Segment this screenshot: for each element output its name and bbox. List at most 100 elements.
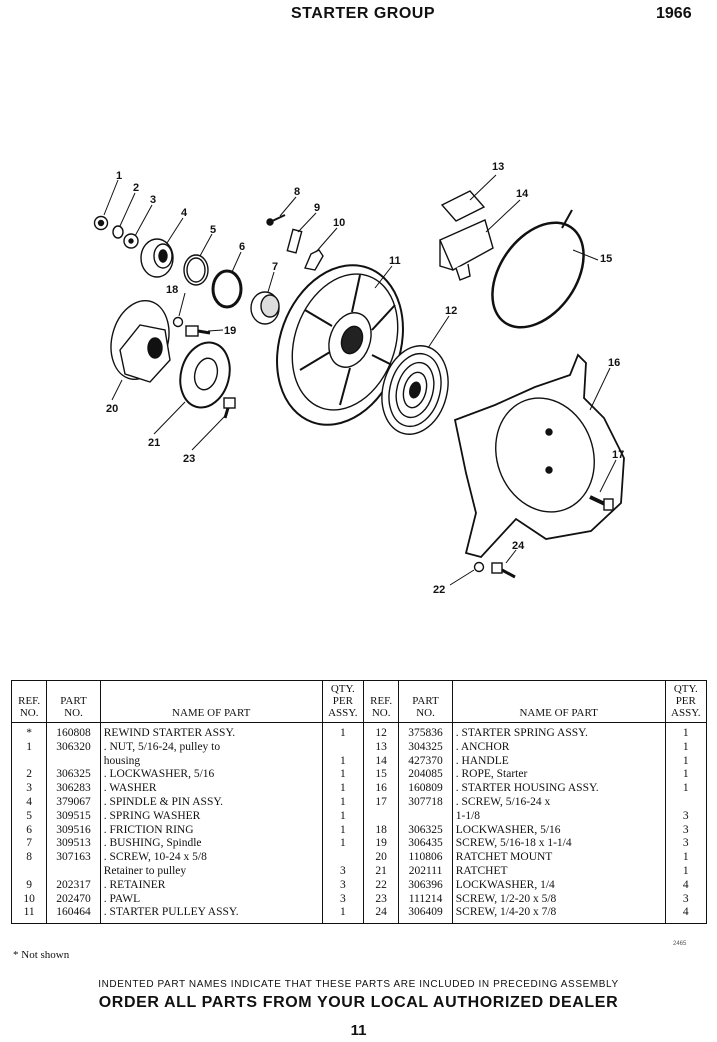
callout-3: 3 [150, 194, 156, 206]
cell-part: 309513 [46, 837, 101, 852]
cell-part: 111214 [398, 892, 453, 907]
part-handle [439, 219, 494, 281]
cell-qty: 4 [664, 878, 708, 893]
callout-19: 19 [224, 325, 236, 337]
cell-name: 1-1/8 [451, 809, 666, 824]
part-anchor [440, 190, 486, 222]
cell-qty: 1 [321, 823, 365, 838]
cell-ref: 2 [10, 768, 48, 783]
print-code: 2465 [673, 941, 687, 947]
part-ratchet [179, 341, 231, 409]
part-screw-17 [589, 495, 614, 511]
cell-part: 306409 [398, 906, 453, 925]
cell-ref: 16 [362, 782, 400, 796]
cell-name: SCREW, 1/2-20 x 5/8 [451, 892, 666, 907]
cell-qty: 1 [664, 851, 708, 865]
cell-part: 306283 [46, 782, 101, 796]
cell-qty: 4 [664, 906, 708, 925]
cell-qty: 3 [664, 837, 708, 852]
cell-ref [10, 864, 48, 879]
callout-6: 6 [239, 241, 245, 253]
cell-qty: 1 [321, 906, 365, 925]
cell-name: . RETAINER [99, 878, 323, 893]
part-retainer [286, 228, 303, 254]
part-screw-small [266, 214, 286, 226]
part-pawl [304, 249, 324, 271]
callout-1: 1 [116, 170, 122, 182]
part-starter-spring [381, 345, 449, 435]
cell-ref: 3 [10, 782, 48, 796]
cell-qty: 1 [321, 722, 365, 741]
cell-part: 375836 [398, 722, 453, 741]
cell-name: . PAWL [99, 892, 323, 907]
cell-qty: 3 [664, 892, 708, 907]
page-number: 11 [350, 1022, 367, 1039]
cell-qty: 3 [321, 864, 365, 879]
cell-name: REWIND STARTER ASSY. [99, 722, 323, 741]
cell-ref: 19 [362, 837, 400, 852]
cell-part: 204085 [398, 768, 453, 783]
cell-part: 202470 [46, 892, 101, 907]
cell-name: . STARTER SPRING ASSY. [451, 722, 666, 741]
callout-24: 24 [512, 540, 525, 552]
callout-17: 17 [612, 449, 624, 461]
cell-ref: 23 [362, 892, 400, 907]
cell-part: 306320 [46, 740, 101, 755]
part-starter-housing [453, 353, 625, 559]
cell-name: Retainer to pulley [99, 864, 323, 879]
cell-part: 160808 [46, 722, 101, 741]
part-washer [123, 233, 139, 249]
part-lockwasher-22 [473, 561, 485, 573]
header-name-of-part: NAME OF PART [99, 680, 323, 723]
order-notice: ORDER ALL PARTS FROM YOUR LOCAL AUTHORIZ… [98, 994, 619, 1011]
callout-10: 10 [333, 217, 345, 229]
part-ratchet-mount [110, 299, 171, 383]
cell-qty: 3 [664, 823, 708, 838]
cell-ref: 13 [362, 740, 400, 755]
cell-ref: 14 [362, 754, 400, 769]
part-nut [93, 215, 109, 231]
cell-name: LOCKWASHER, 1/4 [451, 878, 666, 893]
cell-qty [664, 795, 708, 810]
cell-part: 306325 [46, 768, 101, 783]
cell-name: . SCREW, 10-24 x 5/8 [99, 851, 323, 865]
cell-qty: 1 [321, 837, 365, 852]
cell-qty: 3 [664, 809, 708, 824]
cell-qty: 3 [321, 892, 365, 907]
cell-qty: 1 [664, 864, 708, 879]
cell-part: 202111 [398, 864, 453, 879]
callout-4: 4 [181, 207, 188, 219]
cell-name: . STARTER HOUSING ASSY. [451, 782, 666, 796]
callout-20: 20 [106, 403, 118, 415]
cell-qty: 1 [321, 768, 365, 783]
callout-2: 2 [133, 182, 139, 194]
cell-ref: 1 [10, 740, 48, 755]
cell-name: . NUT, 5/16-24, pulley to [99, 740, 323, 755]
cell-ref: 12 [362, 722, 400, 741]
cell-ref: 21 [362, 864, 400, 879]
part-bushing [250, 291, 280, 325]
cell-qty: 1 [321, 782, 365, 796]
cell-ref: 6 [10, 823, 48, 838]
cell-name: . SCREW, 5/16-24 x [451, 795, 666, 810]
header-ref-no: REF.NO. [10, 680, 48, 723]
cell-part [398, 809, 453, 824]
part-spring-washer [183, 254, 209, 286]
cell-part: 110806 [398, 851, 453, 865]
cell-qty: 1 [664, 740, 708, 755]
callout-8: 8 [294, 186, 300, 198]
cell-ref: 17 [362, 795, 400, 810]
cell-ref: 8 [10, 851, 48, 865]
cell-name: . HANDLE [451, 754, 666, 769]
cell-qty [321, 851, 365, 865]
cell-part [46, 754, 101, 769]
callout-18: 18 [166, 284, 178, 296]
